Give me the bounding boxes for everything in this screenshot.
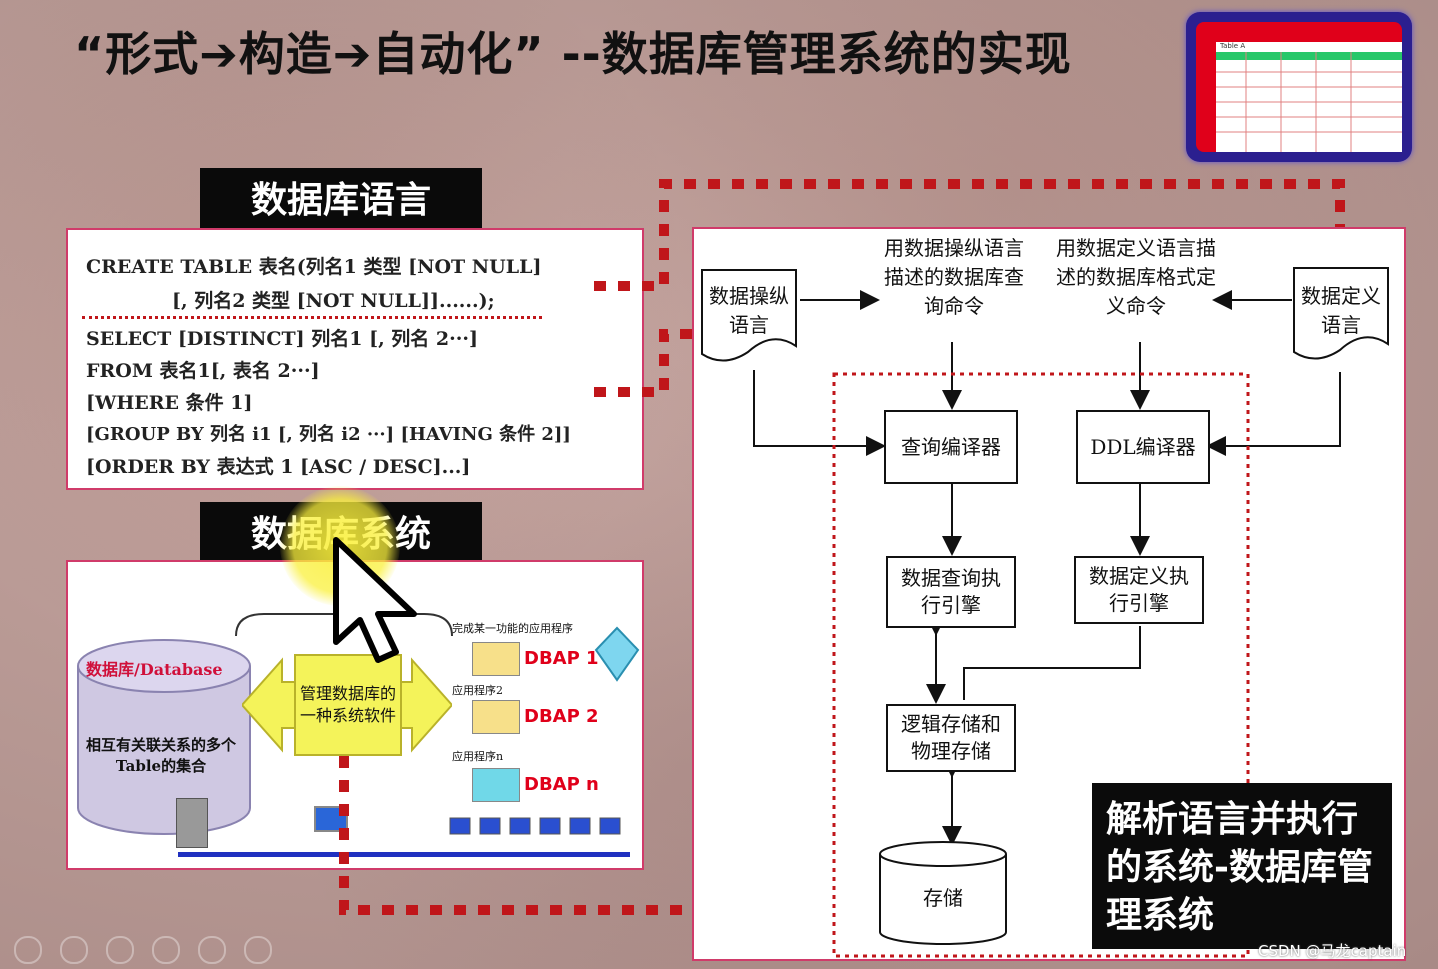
- table-thumbnail: Table A: [1186, 12, 1412, 162]
- zoom-icon[interactable]: [198, 936, 226, 964]
- sql-panel: CREATE TABLE 表名(列名1 类型 [NOT NULL] [, 列名2…: [66, 228, 644, 490]
- storage-logic-box: 逻辑存储和物理存储: [886, 704, 1016, 772]
- gem-icon: [594, 626, 640, 682]
- code-line: [GROUP BY 列名 i1 [, 列名 i2 ···] [HAVING 条件…: [86, 424, 571, 445]
- dbap-2: DBAP 2: [524, 706, 599, 727]
- dbms-caption: 解析语言并执行的系统-数据库管理系统: [1092, 783, 1392, 949]
- dbap-1: DBAP 1: [524, 648, 599, 669]
- computer-icon: [314, 806, 348, 832]
- prev-icon[interactable]: [14, 936, 42, 964]
- app2-caption: 应用程序2: [452, 684, 503, 697]
- watermark: CSDN @马龙captain: [1258, 942, 1407, 960]
- dbms-box: 管理数据库的一种系统软件: [294, 654, 402, 756]
- db-desc: 相互有关联关系的多个Table的集合: [86, 736, 237, 775]
- storage-cylinder-icon: [879, 841, 1007, 945]
- page-title: “形式➔构造➔自动化” --数据库管理系统的实现: [74, 27, 1072, 81]
- db-title: 数据库/Database: [86, 660, 223, 679]
- document-icon: [701, 269, 797, 362]
- more-icon[interactable]: [244, 936, 272, 964]
- server-icon: [176, 798, 208, 848]
- thumbnail-caption: Table A: [1220, 42, 1246, 50]
- query-compiler-box: 查询编译器: [884, 410, 1018, 484]
- code-line: CREATE TABLE 表名(列名1 类型 [NOT NULL]: [86, 256, 542, 278]
- code-line: [, 列名2 类型 [NOT NULL]]......);: [172, 290, 495, 312]
- ddl-compiler-box: DDL编译器: [1076, 410, 1210, 484]
- slides-icon[interactable]: [152, 936, 180, 964]
- slide-toolbar[interactable]: [14, 936, 272, 964]
- app-icon: [472, 642, 520, 676]
- app-icon: [472, 700, 520, 734]
- client-computers-icon: [449, 817, 621, 835]
- query-engine-box: 数据查询执行引擎: [886, 556, 1016, 628]
- code-line: [ORDER BY 表达式 1 [ASC / DESC]...]: [86, 456, 471, 478]
- ddl-doc: 数据定义语言: [1301, 284, 1381, 337]
- code-line: FROM 表名1[, 表名 2···]: [86, 360, 320, 382]
- dml-desc: 用数据操纵语言描述的数据库查询命令: [884, 236, 1024, 318]
- storage-label: 存储: [923, 886, 963, 910]
- dbap-n: DBAP n: [524, 774, 599, 795]
- code-line: SELECT [DISTINCT] 列名1 [, 列名 2···]: [86, 328, 478, 350]
- app-icon: [472, 768, 520, 802]
- code-line: [WHERE 条件 1]: [86, 392, 253, 414]
- dml-doc: 数据操纵语言: [709, 284, 789, 337]
- pen-icon[interactable]: [106, 936, 134, 964]
- document-icon: [1293, 267, 1389, 360]
- db-language-label: 数据库语言: [200, 168, 482, 232]
- app1-caption: 完成某一功能的应用程序: [452, 622, 573, 635]
- database-cylinder-icon: [77, 639, 251, 835]
- mouse-cursor-icon: [333, 537, 417, 663]
- definition-engine-box: 数据定义执行引擎: [1074, 556, 1204, 624]
- next-icon[interactable]: [60, 936, 88, 964]
- ddl-desc: 用数据定义语言描述的数据库格式定义命令: [1056, 236, 1216, 318]
- app3-caption: 应用程序n: [452, 750, 504, 763]
